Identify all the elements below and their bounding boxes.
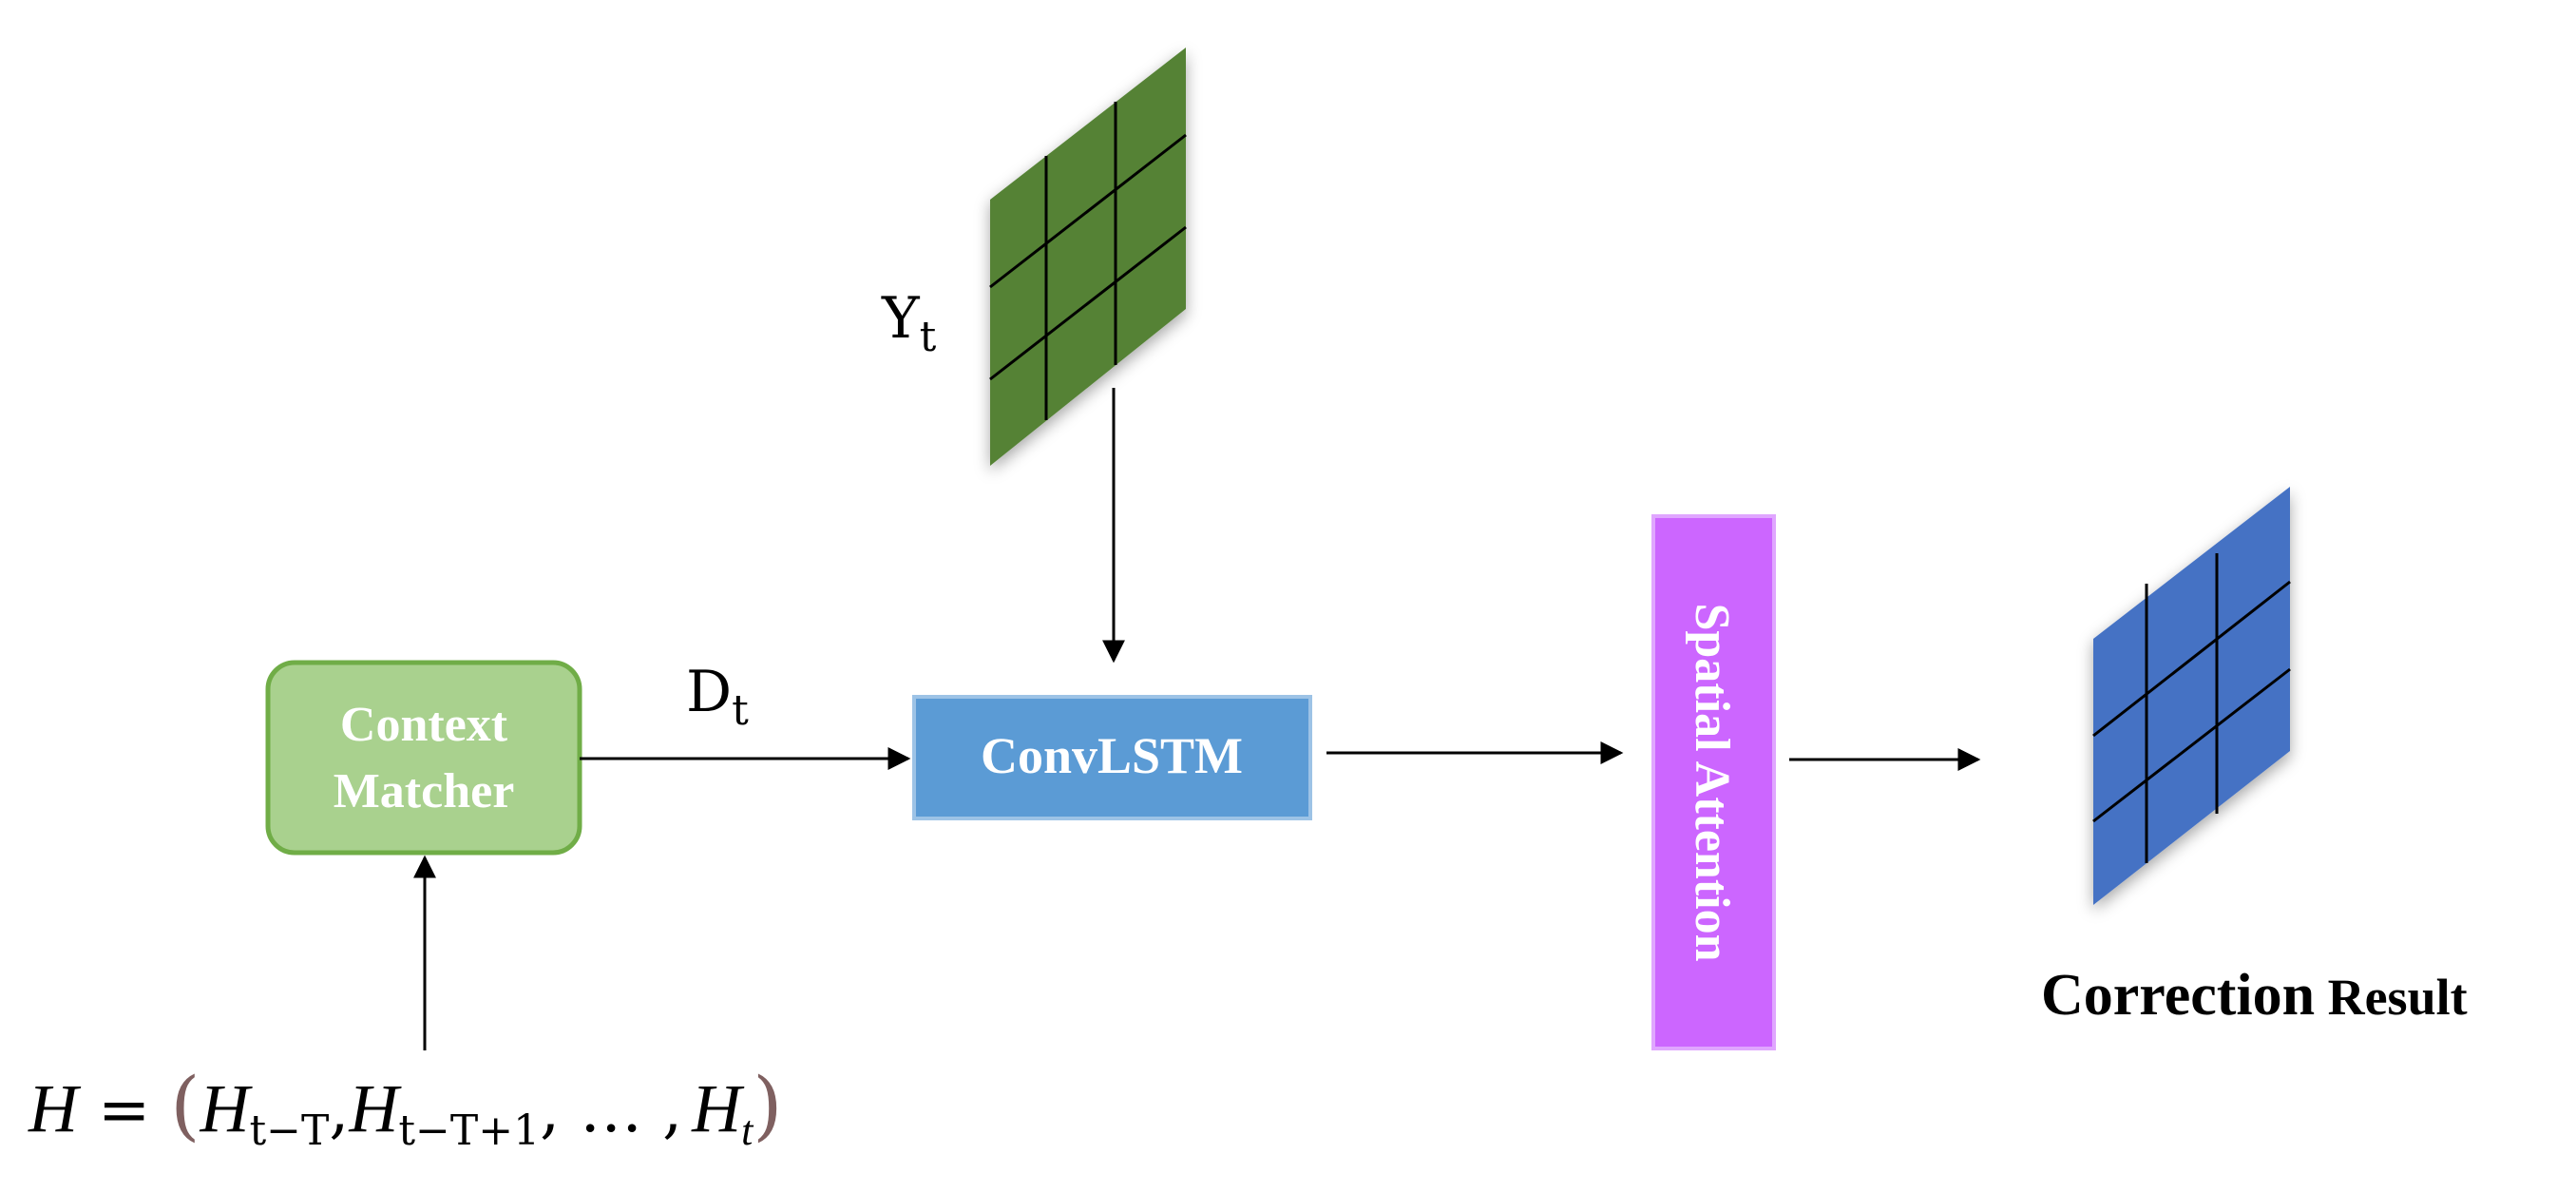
arrows: [413, 388, 1981, 1050]
input-grid-icon: [989, 48, 1187, 466]
spatial-attention-node: Spatial Attention: [1651, 514, 1776, 1050]
output-grid-icon: [2092, 487, 2291, 905]
context-matcher-label-line2: Matcher: [334, 764, 515, 818]
output-caption: Correction Result: [2041, 963, 2468, 1028]
yt-label: Yt: [881, 285, 937, 361]
context-matcher-label-line1: Context: [340, 698, 508, 752]
spatial-attention-label: Spatial Attention: [1685, 603, 1739, 961]
convlstm-node: ConvLSTM: [912, 695, 1312, 820]
convlstm-label: ConvLSTM: [981, 727, 1243, 784]
dt-label: Dt: [686, 659, 749, 735]
history-formula: H = (Ht−T,Ht−T+1, … ,Ht): [28, 1061, 783, 1155]
context-matcher-node: Context Matcher: [265, 660, 582, 856]
